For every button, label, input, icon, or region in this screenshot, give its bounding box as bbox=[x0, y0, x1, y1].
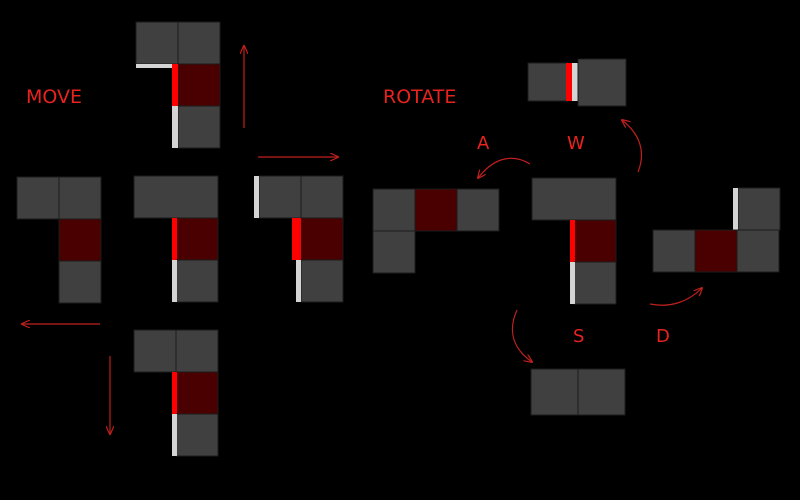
rotate-w-arrow bbox=[622, 120, 643, 173]
move-left-piece bbox=[16, 176, 102, 304]
move-up-piece bbox=[135, 21, 221, 149]
key-a-label: A bbox=[477, 133, 490, 154]
rotate-label: ROTATE bbox=[383, 86, 457, 108]
key-w-label: W bbox=[567, 133, 585, 154]
rotate-d-arrow bbox=[649, 288, 702, 306]
move-center-piece bbox=[133, 175, 219, 303]
rotate-d-piece bbox=[652, 187, 781, 273]
move-down-piece bbox=[133, 329, 219, 457]
rotate-w-piece bbox=[527, 58, 627, 107]
key-d-label: D bbox=[656, 326, 670, 347]
rotate-s-arrow bbox=[511, 309, 532, 362]
rotate-s-piece bbox=[530, 368, 626, 416]
rotate-a-piece bbox=[372, 188, 500, 274]
key-s-label: S bbox=[573, 326, 585, 347]
move-right-piece bbox=[254, 175, 344, 303]
rotate-center-piece bbox=[531, 177, 617, 305]
move-label: MOVE bbox=[26, 86, 83, 108]
rotate-a-arrow bbox=[478, 157, 531, 178]
